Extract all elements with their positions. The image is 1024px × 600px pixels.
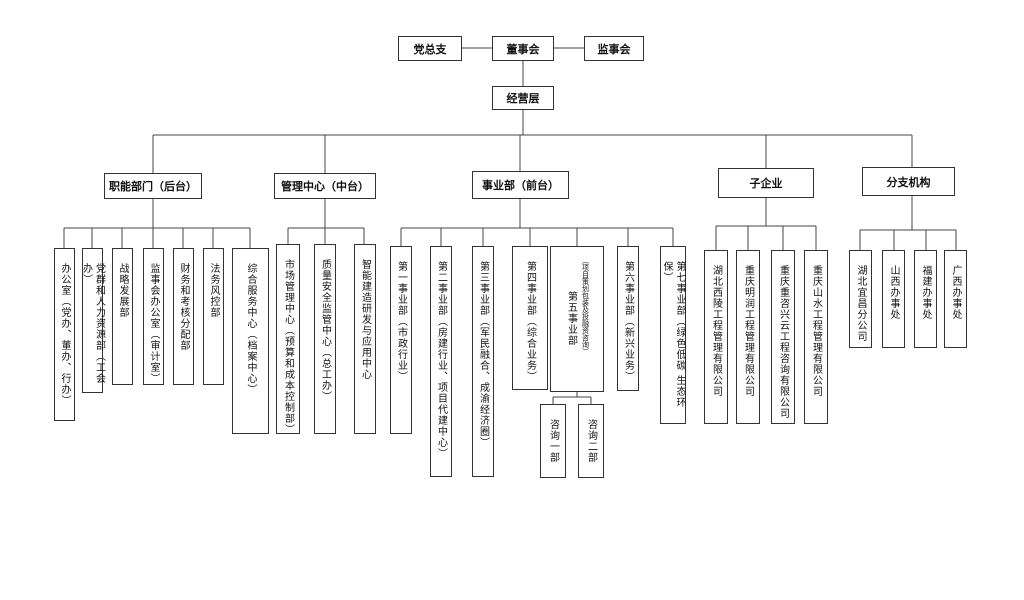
center-dept-2: 质量安全监管中心（总工办） <box>314 244 336 434</box>
branches-category-label: 分支机构 <box>886 175 931 189</box>
subsidiary-label: 重庆明润工程管理有限公司 <box>742 265 754 397</box>
subsidiary-label: 重庆重咨兴云工程咨询有限公司 <box>777 265 789 419</box>
dept-label: 党群和人力资源部（工会办） <box>80 263 105 384</box>
dept-label: 综合服务中心（档案中心） <box>245 263 256 395</box>
dept-label: 财务和考核分配部 <box>178 263 189 351</box>
center-dept-1: 市场管理中心（预算和成本控制部） <box>276 244 300 435</box>
business-category-box: 事业部（前台） <box>472 171 569 199</box>
supervisory-board-label: 监事会 <box>597 42 631 56</box>
branch-label: 福建办事处 <box>920 265 931 320</box>
business-unit-1: 第一事业部（市政行业） <box>390 246 412 434</box>
management-box: 经营层 <box>492 86 554 110</box>
party-branch-label: 党总支 <box>413 42 447 56</box>
functional-dept-2: 党群和人力资源部（工会办） <box>80 248 105 393</box>
branch-label: 山西办事处 <box>888 265 899 320</box>
business-unit-6: 第六事业部（新兴业务） <box>617 246 639 391</box>
unit-label: 第二事业部（房建行业、项目代建中心） <box>435 261 447 459</box>
business-unit-5: （项目策划包装及投融资咨询） 第五事业部 <box>550 246 604 392</box>
functional-category-label: 职能部门（后台） <box>109 180 197 193</box>
functional-dept-1: 办公室（党办、董办、行办） <box>54 248 75 421</box>
management-label: 经营层 <box>506 92 540 105</box>
subsidiary-label: 湖北西陵工程管理有限公司 <box>710 265 722 397</box>
unit-label: 第七事业部（绿色低碳 生态环保） <box>661 261 685 409</box>
branch-2: 山西办事处 <box>882 250 905 348</box>
unit-5-note: （项目策划包装及投融资咨询） <box>581 257 590 355</box>
unit-label: 第六事业部（新兴业务） <box>622 261 634 382</box>
consulting-dept-1: 咨询一部 <box>540 404 566 478</box>
dept-label: 法务风控部 <box>208 263 219 318</box>
business-unit-3: 第三事业部（军民融合、成渝经济圈） <box>472 246 494 477</box>
center-dept-3: 智能建造研发与应用中心 <box>354 244 376 434</box>
subsidiary-label: 重庆山水工程管理有限公司 <box>810 265 822 397</box>
business-unit-2: 第二事业部（房建行业、项目代建中心） <box>430 246 452 477</box>
dept-label: 办公室（党办、董办、行办） <box>59 263 70 406</box>
functional-dept-3: 战略发展部 <box>112 248 133 385</box>
subsidiary-3: 重庆重咨兴云工程咨询有限公司 <box>771 250 795 424</box>
board-box: 董事会 <box>492 36 554 61</box>
functional-dept-4: 监事会办公室（审计室） <box>143 248 164 385</box>
dept-label: 监事会办公室（审计室） <box>148 263 159 384</box>
branches-category-box: 分支机构 <box>862 167 955 196</box>
business-unit-4: 第四事业部（综合业务） <box>512 246 548 390</box>
business-category-label: 事业部（前台） <box>482 179 559 192</box>
unit-label: 第一事业部（市政行业） <box>395 261 407 382</box>
dept-label: 市场管理中心（预算和成本控制部） <box>282 259 294 435</box>
subsidiary-1: 湖北西陵工程管理有限公司 <box>704 250 728 424</box>
subsidiaries-category-box: 子企业 <box>718 168 814 198</box>
unit-label: 第三事业部（军民融合、成渝经济圈） <box>477 261 489 448</box>
dept-label: 战略发展部 <box>117 263 128 318</box>
dept-label: 质量安全监管中心（总工办） <box>319 259 331 402</box>
consulting-dept-2: 咨询二部 <box>578 404 604 478</box>
functional-category-box: 职能部门（后台） <box>104 173 202 199</box>
functional-dept-5: 财务和考核分配部 <box>173 248 194 385</box>
party-branch-box: 党总支 <box>398 36 462 61</box>
subsidiary-4: 重庆山水工程管理有限公司 <box>804 250 828 424</box>
branch-3: 福建办事处 <box>914 250 937 348</box>
dept-label: 智能建造研发与应用中心 <box>359 259 371 380</box>
branch-label: 广西办事处 <box>950 265 961 320</box>
business-unit-7: 第七事业部（绿色低碳 生态环保） <box>660 246 686 424</box>
consult-label: 咨询二部 <box>585 419 597 463</box>
management-center-category-label: 管理中心（中台） <box>281 180 369 193</box>
subsidiary-2: 重庆明润工程管理有限公司 <box>736 250 760 424</box>
branch-label: 湖北宜昌分公司 <box>855 265 866 342</box>
management-center-category-box: 管理中心（中台） <box>274 173 376 199</box>
branch-4: 广西办事处 <box>944 250 967 348</box>
subsidiaries-category-label: 子企业 <box>749 177 783 190</box>
functional-dept-7: 综合服务中心（档案中心） <box>232 248 269 434</box>
functional-dept-6: 法务风控部 <box>203 248 224 385</box>
board-label: 董事会 <box>506 42 540 56</box>
branch-1: 湖北宜昌分公司 <box>849 250 872 348</box>
supervisory-board-box: 监事会 <box>584 36 644 61</box>
unit-label: 第五事业部 <box>565 291 577 346</box>
unit-label: 第四事业部（综合业务） <box>524 261 536 382</box>
consult-label: 咨询一部 <box>547 419 559 463</box>
